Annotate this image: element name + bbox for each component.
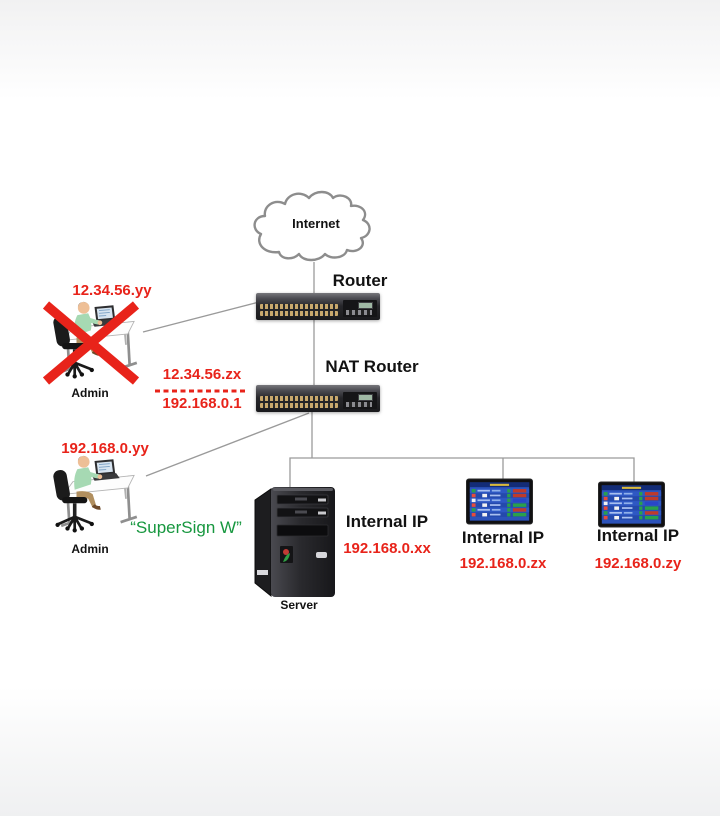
router-label: Router bbox=[332, 271, 388, 290]
nat-router-ports bbox=[260, 396, 338, 408]
nat-router-module bbox=[343, 392, 377, 409]
router-lcd bbox=[358, 302, 373, 309]
router-device bbox=[256, 293, 380, 320]
display1-monitor bbox=[466, 478, 533, 525]
admin-allowed-ip: 192.168.0.yy bbox=[61, 440, 149, 457]
admin-blocked-ip: 12.34.56.yy bbox=[72, 282, 152, 299]
display1-ip-heading: Internal IP bbox=[461, 528, 545, 547]
router-ports bbox=[260, 304, 338, 316]
link-admin-blocked-router bbox=[142, 301, 260, 333]
supersign-software-label: “SuperSign W” bbox=[130, 518, 242, 537]
lan-bus bbox=[289, 457, 635, 489]
server-label: Server bbox=[280, 598, 318, 612]
display2-ip-heading: Internal IP bbox=[596, 526, 680, 545]
admin-allowed-label: Admin bbox=[71, 542, 109, 556]
nat-private-ip: 192.168.0.1 bbox=[162, 395, 242, 412]
nat-router-lcd bbox=[358, 394, 373, 401]
link-admin-allowed-nat bbox=[145, 412, 310, 477]
top-gradient bbox=[0, 0, 720, 100]
nat-public-ip: 12.34.56.zx bbox=[162, 366, 242, 383]
internet-label: Internet bbox=[292, 216, 340, 231]
display2-ip: 192.168.0.zy bbox=[594, 555, 682, 572]
display1-ip: 192.168.0.zx bbox=[459, 555, 547, 572]
nat-router-label: NAT Router bbox=[325, 357, 419, 376]
internet-cloud bbox=[253, 190, 371, 262]
nat-router-device bbox=[256, 385, 380, 412]
bottom-gradient bbox=[0, 686, 720, 816]
admin-blocked-label: Admin bbox=[71, 386, 109, 400]
display2-monitor bbox=[598, 481, 665, 528]
connection-lines bbox=[142, 262, 635, 489]
server-ip: 192.168.0.xx bbox=[343, 540, 431, 557]
blocked-x-mark bbox=[42, 301, 140, 385]
router-module bbox=[343, 300, 377, 317]
server-ip-heading: Internal IP bbox=[345, 512, 429, 531]
server-tower bbox=[254, 486, 336, 598]
